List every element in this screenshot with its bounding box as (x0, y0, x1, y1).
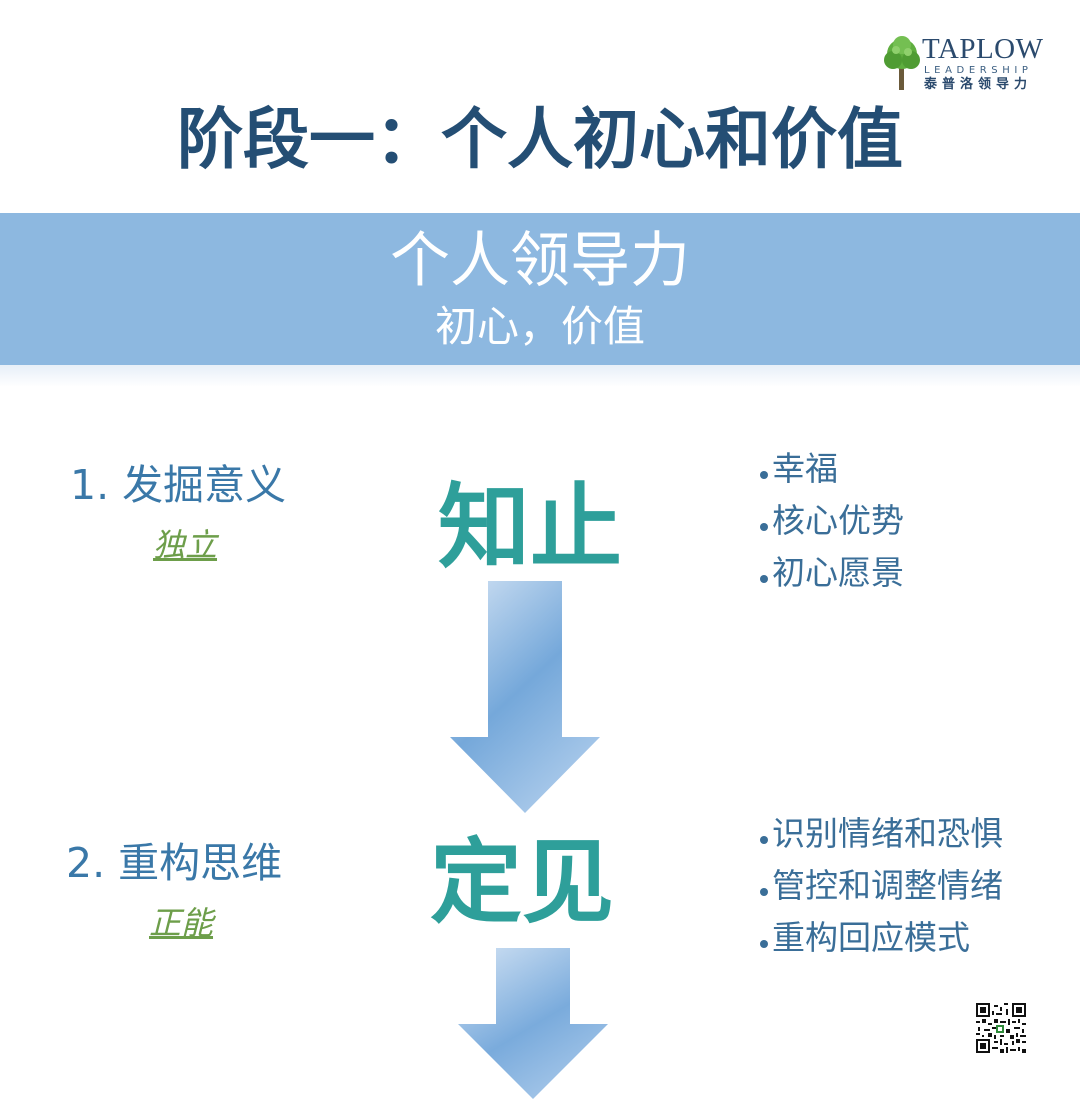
bullet-item: 核心优势 (760, 495, 904, 547)
banner-shadow (0, 365, 1080, 387)
step-1-bullet-list: 幸福 核心优势 初心愿景 (760, 443, 904, 599)
taplow-logo: TAPLOW LEADERSHIP 泰普洛领导力 (882, 34, 1054, 94)
step-1-sub: 独立 (153, 526, 218, 564)
bullet-item: 初心愿景 (760, 547, 904, 599)
logo-chinese-name: 泰普洛领导力 (924, 77, 1033, 92)
bullet-dot-icon (760, 835, 768, 844)
bullet-item: 重构回应模式 (760, 912, 1003, 964)
step-2-label: 2. 重构思维 (66, 839, 283, 887)
arrow-down-icon (458, 948, 608, 1099)
bullet-item: 幸福 (760, 443, 904, 495)
step-1-keyword: 知止 (437, 473, 622, 581)
tree-icon (884, 36, 920, 90)
step-2-sub: 正能 (149, 904, 214, 942)
banner: 个人领导力 初心，价值 (0, 213, 1080, 365)
step-2-keyword: 定见 (429, 828, 614, 936)
logo-subtitle: LEADERSHIP (924, 65, 1033, 76)
bullet-dot-icon (760, 887, 768, 896)
logo-name: TAPLOW (922, 33, 1044, 65)
banner-subtitle: 初心，价值 (434, 302, 645, 351)
bullet-item: 管控和调整情绪 (760, 860, 1003, 912)
arrow-down-icon (450, 581, 600, 813)
bullet-item: 识别情绪和恐惧 (760, 808, 1003, 860)
qr-code-icon (976, 1003, 1026, 1053)
banner-title: 个人领导力 (390, 226, 690, 296)
bullet-dot-icon (760, 522, 768, 531)
step-2-bullet-list: 识别情绪和恐惧 管控和调整情绪 重构回应模式 (760, 808, 1003, 964)
bullet-dot-icon (760, 939, 768, 948)
step-1-label: 1. 发掘意义 (70, 461, 287, 509)
page-title: 阶段一：个人初心和价值 (177, 100, 903, 178)
bullet-dot-icon (760, 470, 768, 479)
bullet-dot-icon (760, 574, 768, 583)
